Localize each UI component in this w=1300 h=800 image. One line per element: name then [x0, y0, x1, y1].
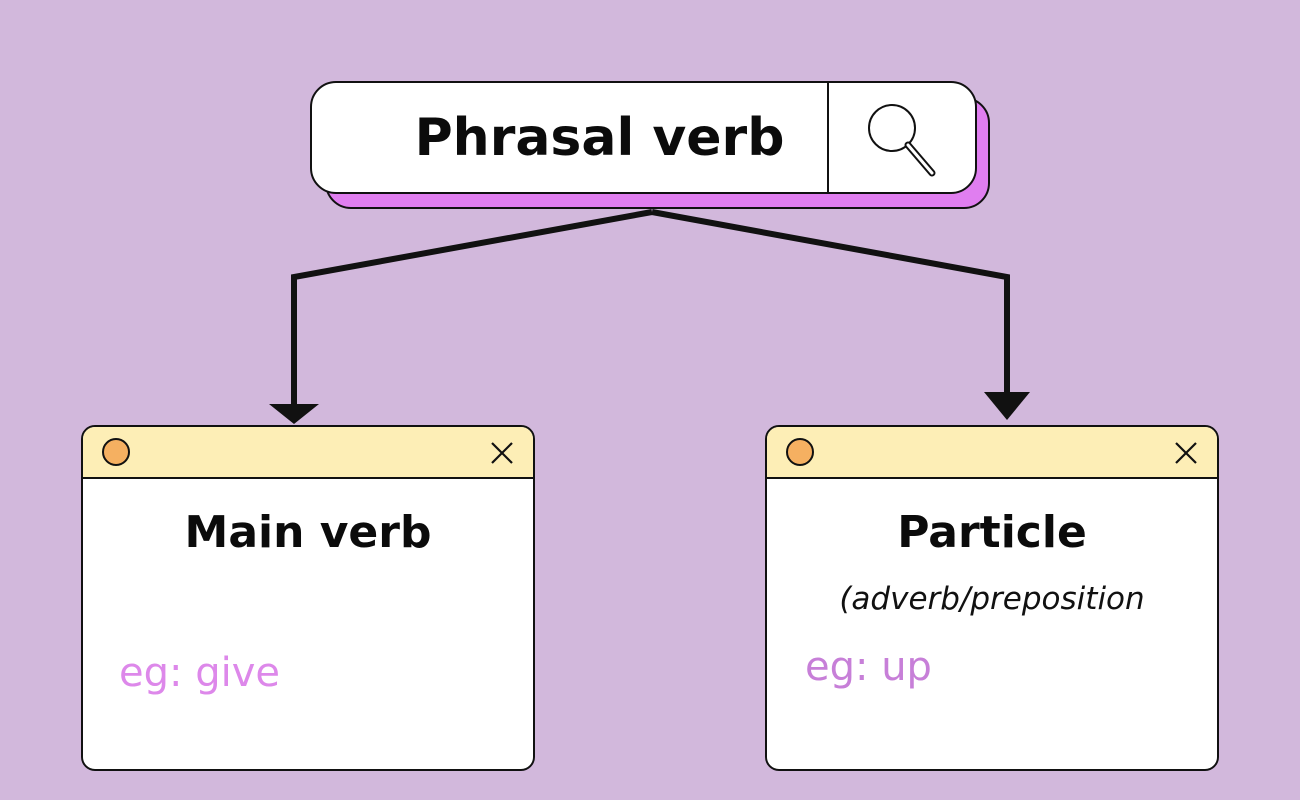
- search-icon: [868, 103, 936, 176]
- search-button[interactable]: [829, 83, 975, 192]
- arrow-to-particle: [651, 209, 1010, 396]
- search-term[interactable]: Phrasal verb: [414, 107, 785, 168]
- window-dot-icon[interactable]: [786, 438, 814, 466]
- window-dot-icon[interactable]: [102, 438, 130, 466]
- arrowhead-particle: [984, 392, 1030, 420]
- search-bar[interactable]: Phrasal verb: [310, 81, 977, 194]
- window-title: Particle: [897, 507, 1087, 558]
- arrowhead-main-verb: [269, 404, 319, 424]
- particle-window: Particle (adverb/preposition eg: up: [765, 425, 1219, 771]
- window-example: eg: up: [805, 644, 932, 690]
- window-subtitle: (adverb/preposition: [839, 581, 1145, 617]
- close-icon[interactable]: [1173, 440, 1199, 466]
- window-example: eg: give: [119, 650, 280, 696]
- window-titlebar: [767, 427, 1217, 479]
- window-titlebar: [83, 427, 533, 479]
- main-verb-window: Main verb eg: give: [81, 425, 535, 771]
- window-title: Main verb: [184, 507, 432, 558]
- close-icon[interactable]: [489, 440, 515, 466]
- arrow-to-main-verb: [291, 209, 653, 408]
- search-divider: [827, 83, 829, 192]
